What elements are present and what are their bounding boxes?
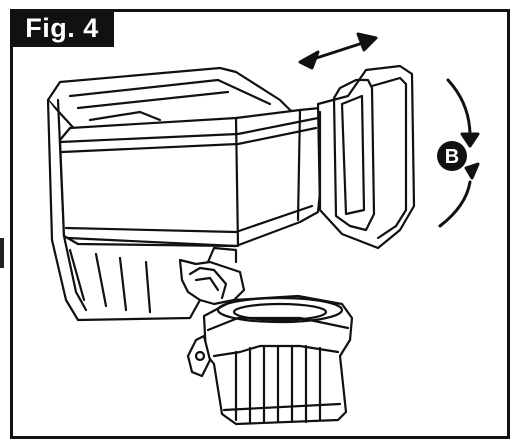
callout-b: B (437, 141, 467, 171)
lamp-head (316, 64, 416, 250)
callout-b-label: B (445, 146, 459, 168)
swivel-arm (178, 246, 246, 306)
main-housing (58, 106, 330, 248)
motion-sensor (186, 294, 354, 426)
figure-label: Fig. 4 (10, 9, 114, 47)
page-edge-mark (0, 238, 4, 268)
rotation-arrows (438, 78, 480, 228)
tilt-arrow (298, 32, 378, 70)
